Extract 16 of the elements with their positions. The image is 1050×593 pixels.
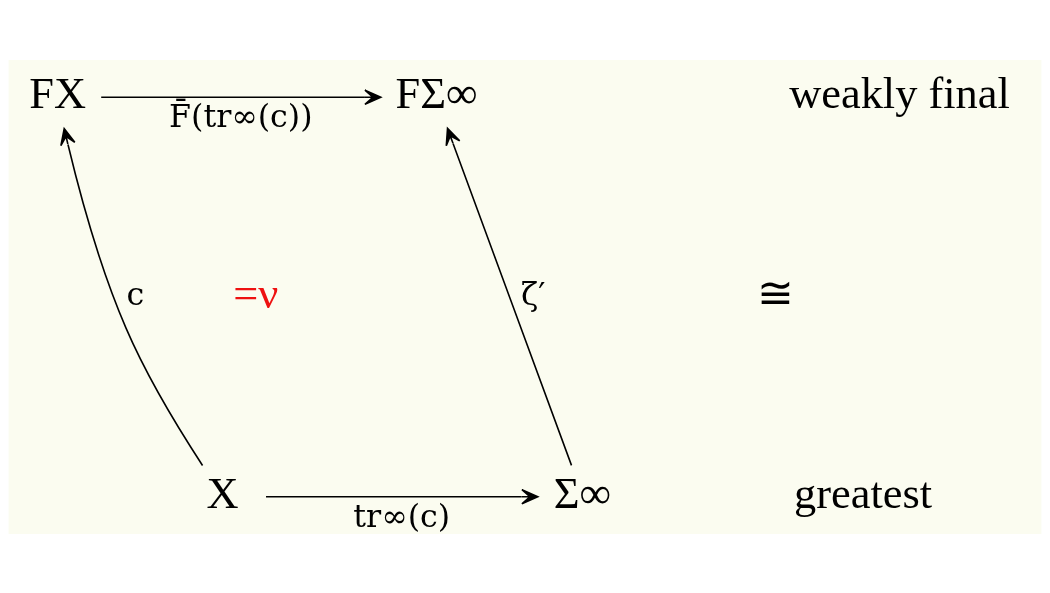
arrow	[60, 127, 204, 466]
edge-label: ζ′	[521, 275, 546, 312]
edge-label: c	[126, 275, 145, 312]
label: weakly final	[789, 67, 1010, 118]
node-text: X	[206, 467, 239, 518]
node-text: FX	[29, 67, 87, 118]
label: greatest	[794, 467, 933, 518]
label: =ν	[233, 267, 279, 318]
node-text: Σ∞	[553, 467, 612, 518]
arrow	[100, 88, 382, 105]
arrow	[265, 488, 539, 505]
arrow	[445, 127, 573, 466]
edge-label: F̄(tr∞(c))	[169, 97, 313, 134]
edge-label: tr∞(c)	[353, 497, 451, 534]
label: ≅	[757, 267, 795, 318]
node-text: FΣ∞	[395, 67, 478, 118]
